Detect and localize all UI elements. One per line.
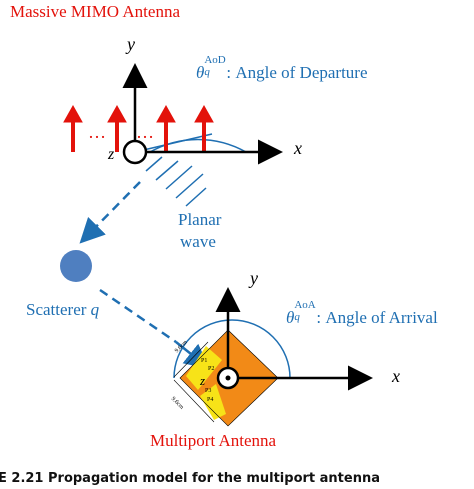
scatterer-text: Scatterer — [26, 300, 87, 319]
port-label-p4: P4 — [207, 397, 214, 403]
antenna-dots-2: … — [136, 122, 154, 142]
multiport-antenna-patch — [186, 346, 222, 390]
port-label-p1: P1 — [201, 358, 208, 364]
aoa-description: : Angle of Arrival — [316, 308, 438, 327]
planar-wavefront — [145, 156, 207, 207]
antenna-elements — [63, 104, 214, 152]
aod-subscript: q — [204, 66, 210, 78]
bottom-title: Multiport Antenna — [150, 431, 277, 450]
antenna-element-arrowhead — [107, 104, 127, 123]
bottom-z-axis-dot — [225, 375, 231, 381]
planar-wave-label-line1: Planar — [178, 210, 222, 229]
bottom-x-label: x — [392, 366, 400, 386]
dim-line-bottom — [173, 379, 215, 423]
arrival-path — [99, 288, 177, 344]
aod-arc — [149, 138, 247, 153]
bottom-z-label: z — [200, 373, 206, 388]
aoa-arc — [173, 319, 291, 379]
dim-line-left — [173, 341, 209, 378]
aod-theta: θ — [196, 63, 205, 82]
aod-superscript: AoD — [204, 54, 226, 66]
top-title: Massive MIMO Antenna — [10, 2, 180, 21]
multiport-antenna-outline — [179, 329, 279, 427]
departure-path — [79, 181, 141, 244]
aoa-superscript: AoA — [294, 299, 316, 311]
bottom-y-label: y — [250, 268, 258, 288]
top-y-label: y — [127, 34, 135, 54]
planar-wave-label-line2: wave — [180, 232, 216, 251]
top-z-label: z — [108, 146, 115, 163]
port-label-p2: P2 — [208, 366, 215, 372]
multiport-antenna-patch — [200, 384, 226, 420]
aod-ray — [134, 133, 213, 153]
antenna-dots: … — [88, 122, 106, 142]
antenna-element-arrowhead — [156, 104, 176, 123]
antenna-element-arrowhead — [194, 104, 214, 123]
scatterer-var: q — [90, 300, 100, 319]
scatterer-dot — [60, 250, 92, 282]
aoa-theta: θ — [286, 308, 295, 327]
antenna-element-arrowhead — [63, 104, 83, 123]
port-label-p3: P3 — [205, 388, 212, 394]
scatterer-label: Scatterer q — [26, 300, 99, 320]
top-z-axis-origin — [122, 139, 148, 165]
figure-caption: E 2.21 Propagation model for the multipo… — [0, 471, 380, 486]
top-x-label: x — [294, 138, 302, 158]
aoa-subscript: q — [294, 311, 300, 323]
aod-description: : Angle of Departure — [226, 63, 368, 82]
